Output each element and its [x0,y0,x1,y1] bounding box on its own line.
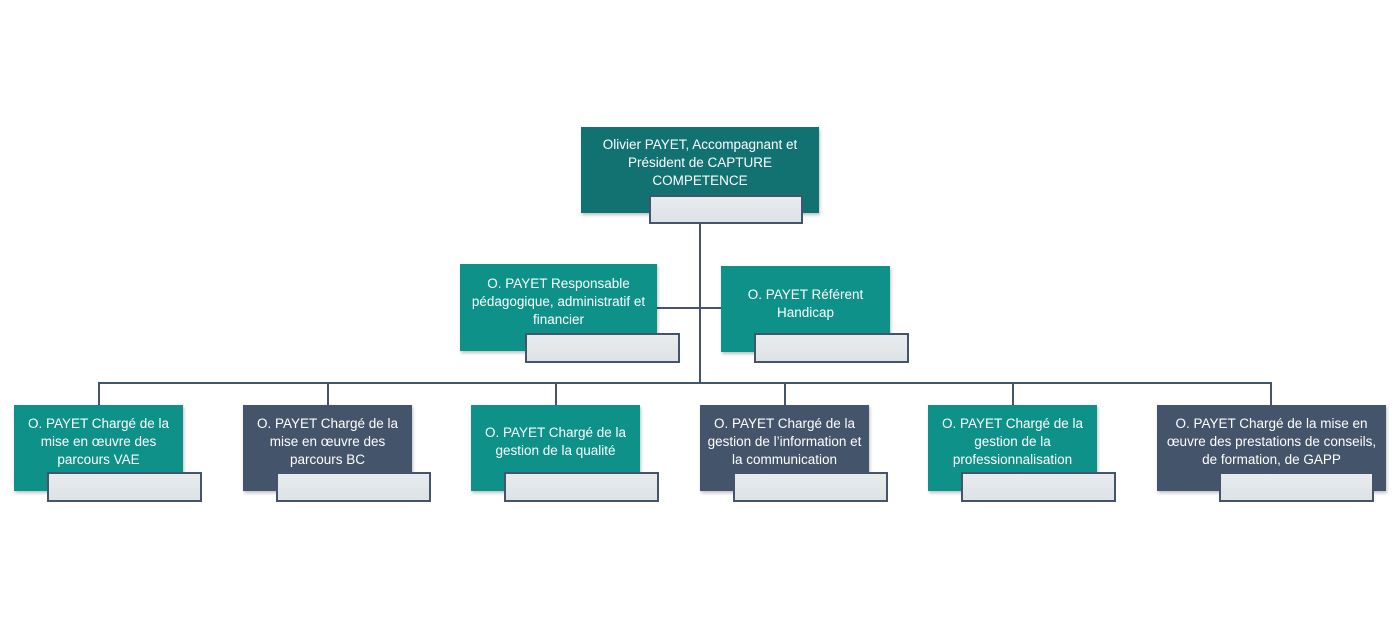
org-node-assistant-pedagogique-subtitle-box [525,333,680,363]
org-node-child-bc-subtitle-box [276,472,431,502]
connector-assistants [657,307,721,309]
org-node-assistant-handicap-subtitle-box [754,333,909,363]
org-node-assistant-handicap-label: O. PAYET Référent Handicap [747,287,864,320]
org-node-child-information-label: O. PAYET Chargé de la gestion de l’infor… [707,416,862,467]
connector-child-drop [1270,382,1272,405]
connector-children-bus [98,382,1272,384]
org-node-child-conseils-label: O. PAYET Chargé de la mise en œuvre des … [1166,416,1377,467]
org-node-child-qualite-label: O. PAYET Chargé de la gestion de la qual… [484,425,627,458]
connector-child-drop [1012,382,1014,405]
connector-child-drop [98,382,100,405]
org-node-child-information-subtitle-box [733,472,888,502]
org-node-child-professionnalisation-label: O. PAYET Chargé de la gestion de la prof… [941,416,1084,467]
org-node-child-bc-label: O. PAYET Chargé de la mise en œuvre des … [256,416,399,467]
connector-child-drop [784,382,786,405]
org-node-child-professionnalisation-subtitle-box [961,472,1116,502]
org-node-child-conseils: O. PAYET Chargé de la mise en œuvre des … [1157,405,1386,491]
connector-root-trunk [699,223,701,384]
connector-child-drop [555,382,557,405]
org-node-root-label: Olivier PAYET, Accompagnant et Président… [602,137,798,188]
org-node-root: Olivier PAYET, Accompagnant et Président… [581,127,819,213]
org-node-child-qualite-subtitle-box [504,472,659,502]
org-node-child-conseils-subtitle-box [1219,472,1374,502]
org-node-child-vae-subtitle-box [47,472,202,502]
org-node-root-subtitle-box [649,195,803,224]
org-node-assistant-pedagogique-label: O. PAYET Responsable pédagogique, admini… [471,276,646,327]
org-node-child-vae-label: O. PAYET Chargé de la mise en œuvre des … [27,416,170,467]
connector-child-drop [327,382,329,405]
